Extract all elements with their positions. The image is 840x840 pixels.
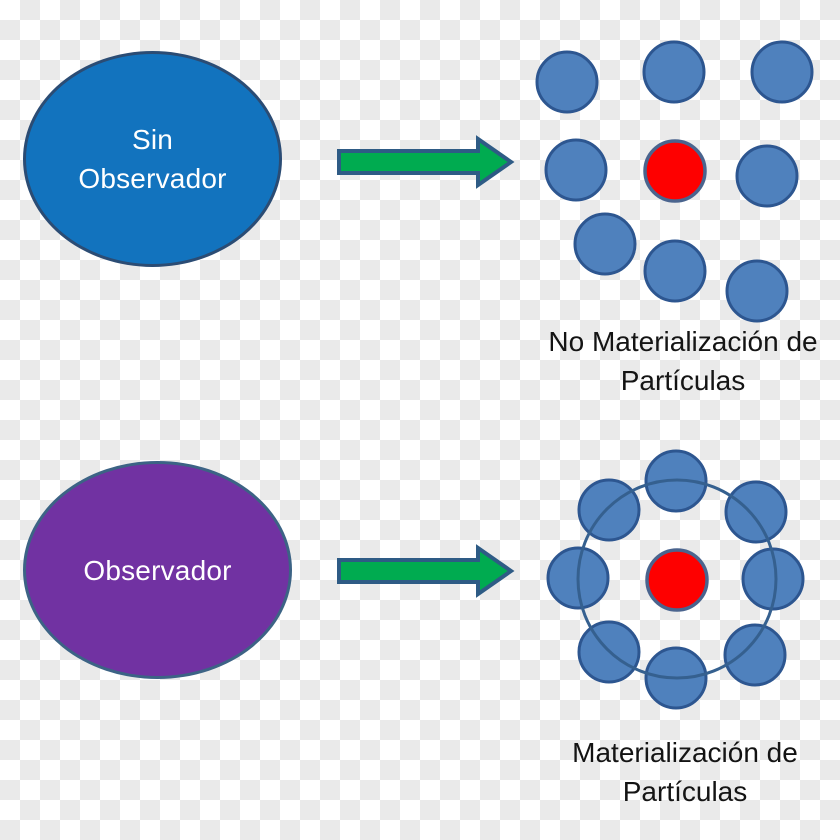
orbit-ring bbox=[576, 478, 778, 680]
blue-particle bbox=[642, 40, 706, 104]
observed-particles-group bbox=[546, 449, 805, 710]
bottom-caption-line1: Materialización de bbox=[572, 737, 798, 768]
bottom-right-arrow-icon bbox=[337, 544, 515, 598]
top-right-arrow-icon bbox=[337, 135, 515, 189]
blue-particle bbox=[535, 50, 599, 114]
red-particle bbox=[643, 139, 707, 203]
sin-observador-label-line1: Sin bbox=[131, 124, 174, 155]
sin-observador-label-line2: Observador bbox=[78, 163, 227, 194]
blue-particle bbox=[544, 138, 608, 202]
blue-particle bbox=[741, 547, 805, 611]
blue-particle bbox=[750, 40, 814, 104]
top-caption: No Materialización de Partículas bbox=[483, 322, 840, 400]
blue-particle bbox=[577, 620, 641, 684]
blue-particle bbox=[644, 646, 708, 710]
blue-particle bbox=[577, 478, 641, 542]
unobserved-particles-group bbox=[535, 40, 814, 323]
observador-label: Observador bbox=[83, 551, 231, 590]
blue-particle bbox=[725, 259, 789, 323]
blue-particle bbox=[724, 480, 788, 544]
red-particle bbox=[645, 548, 709, 612]
top-caption-line1: No Materialización de bbox=[548, 326, 818, 357]
blue-particle bbox=[644, 449, 708, 513]
top-caption-line2: Partículas bbox=[620, 365, 746, 396]
sin-observador-label: Sin Observador bbox=[78, 120, 226, 198]
blue-particle bbox=[643, 239, 707, 303]
bottom-caption-line2: Partículas bbox=[622, 776, 748, 807]
blue-particle bbox=[723, 623, 787, 687]
sin-observador-shape: Sin Observador bbox=[23, 51, 282, 267]
observador-shape: Observador bbox=[23, 461, 292, 679]
observador-label-line1: Observador bbox=[83, 554, 232, 586]
blue-particle bbox=[573, 212, 637, 276]
bottom-caption: Materialización de Partículas bbox=[485, 733, 840, 811]
blue-particle bbox=[735, 144, 799, 208]
blue-particle bbox=[546, 546, 610, 610]
